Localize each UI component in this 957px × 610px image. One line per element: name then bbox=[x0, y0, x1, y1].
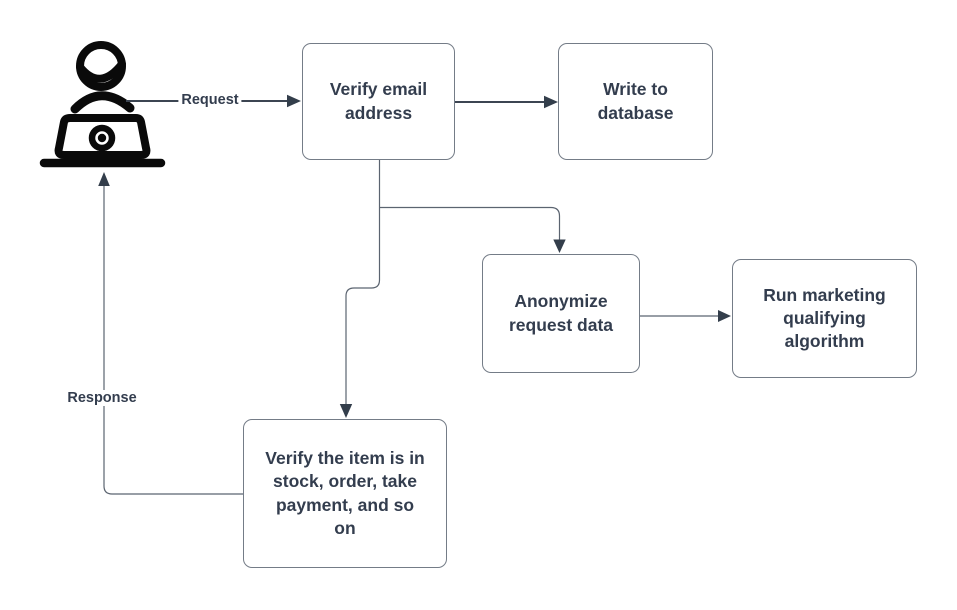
node-verify-item-in-stock: Verify the item is in stock, order, take… bbox=[243, 419, 447, 568]
node-write-to-database-label: Write to database bbox=[597, 79, 674, 123]
node-verify-item-in-stock-label: Verify the item is in stock, order, take… bbox=[265, 448, 425, 538]
node-verify-email-label: Verify email address bbox=[329, 79, 428, 123]
node-anonymize-request-data-label: Anonymize request data bbox=[508, 291, 614, 335]
node-anonymize-request-data: Anonymize request data bbox=[482, 254, 640, 373]
user-at-laptop-icon bbox=[39, 41, 166, 168]
node-verify-email: Verify email address bbox=[302, 43, 455, 160]
edge-label-request: Request bbox=[178, 92, 242, 108]
edge-verify-item-to-user bbox=[98, 172, 243, 495]
edge-label-response: Response bbox=[64, 390, 140, 406]
hair-swoosh-icon bbox=[76, 60, 126, 83]
edge-anonymize-to-run-marketing bbox=[640, 310, 731, 322]
edge-verify-email-to-anonymize bbox=[379, 206, 566, 253]
node-run-marketing-qualifying-algorithm-label: Run marketing qualifying algorithm bbox=[763, 284, 886, 352]
node-run-marketing-qualifying-algorithm: Run marketing qualifying algorithm bbox=[732, 259, 917, 378]
shoulders-icon bbox=[70, 91, 135, 114]
edge-verify-email-to-write-db bbox=[455, 95, 558, 109]
node-write-to-database: Write to database bbox=[558, 43, 713, 160]
edge-verify-email-to-verify-item bbox=[339, 160, 381, 418]
